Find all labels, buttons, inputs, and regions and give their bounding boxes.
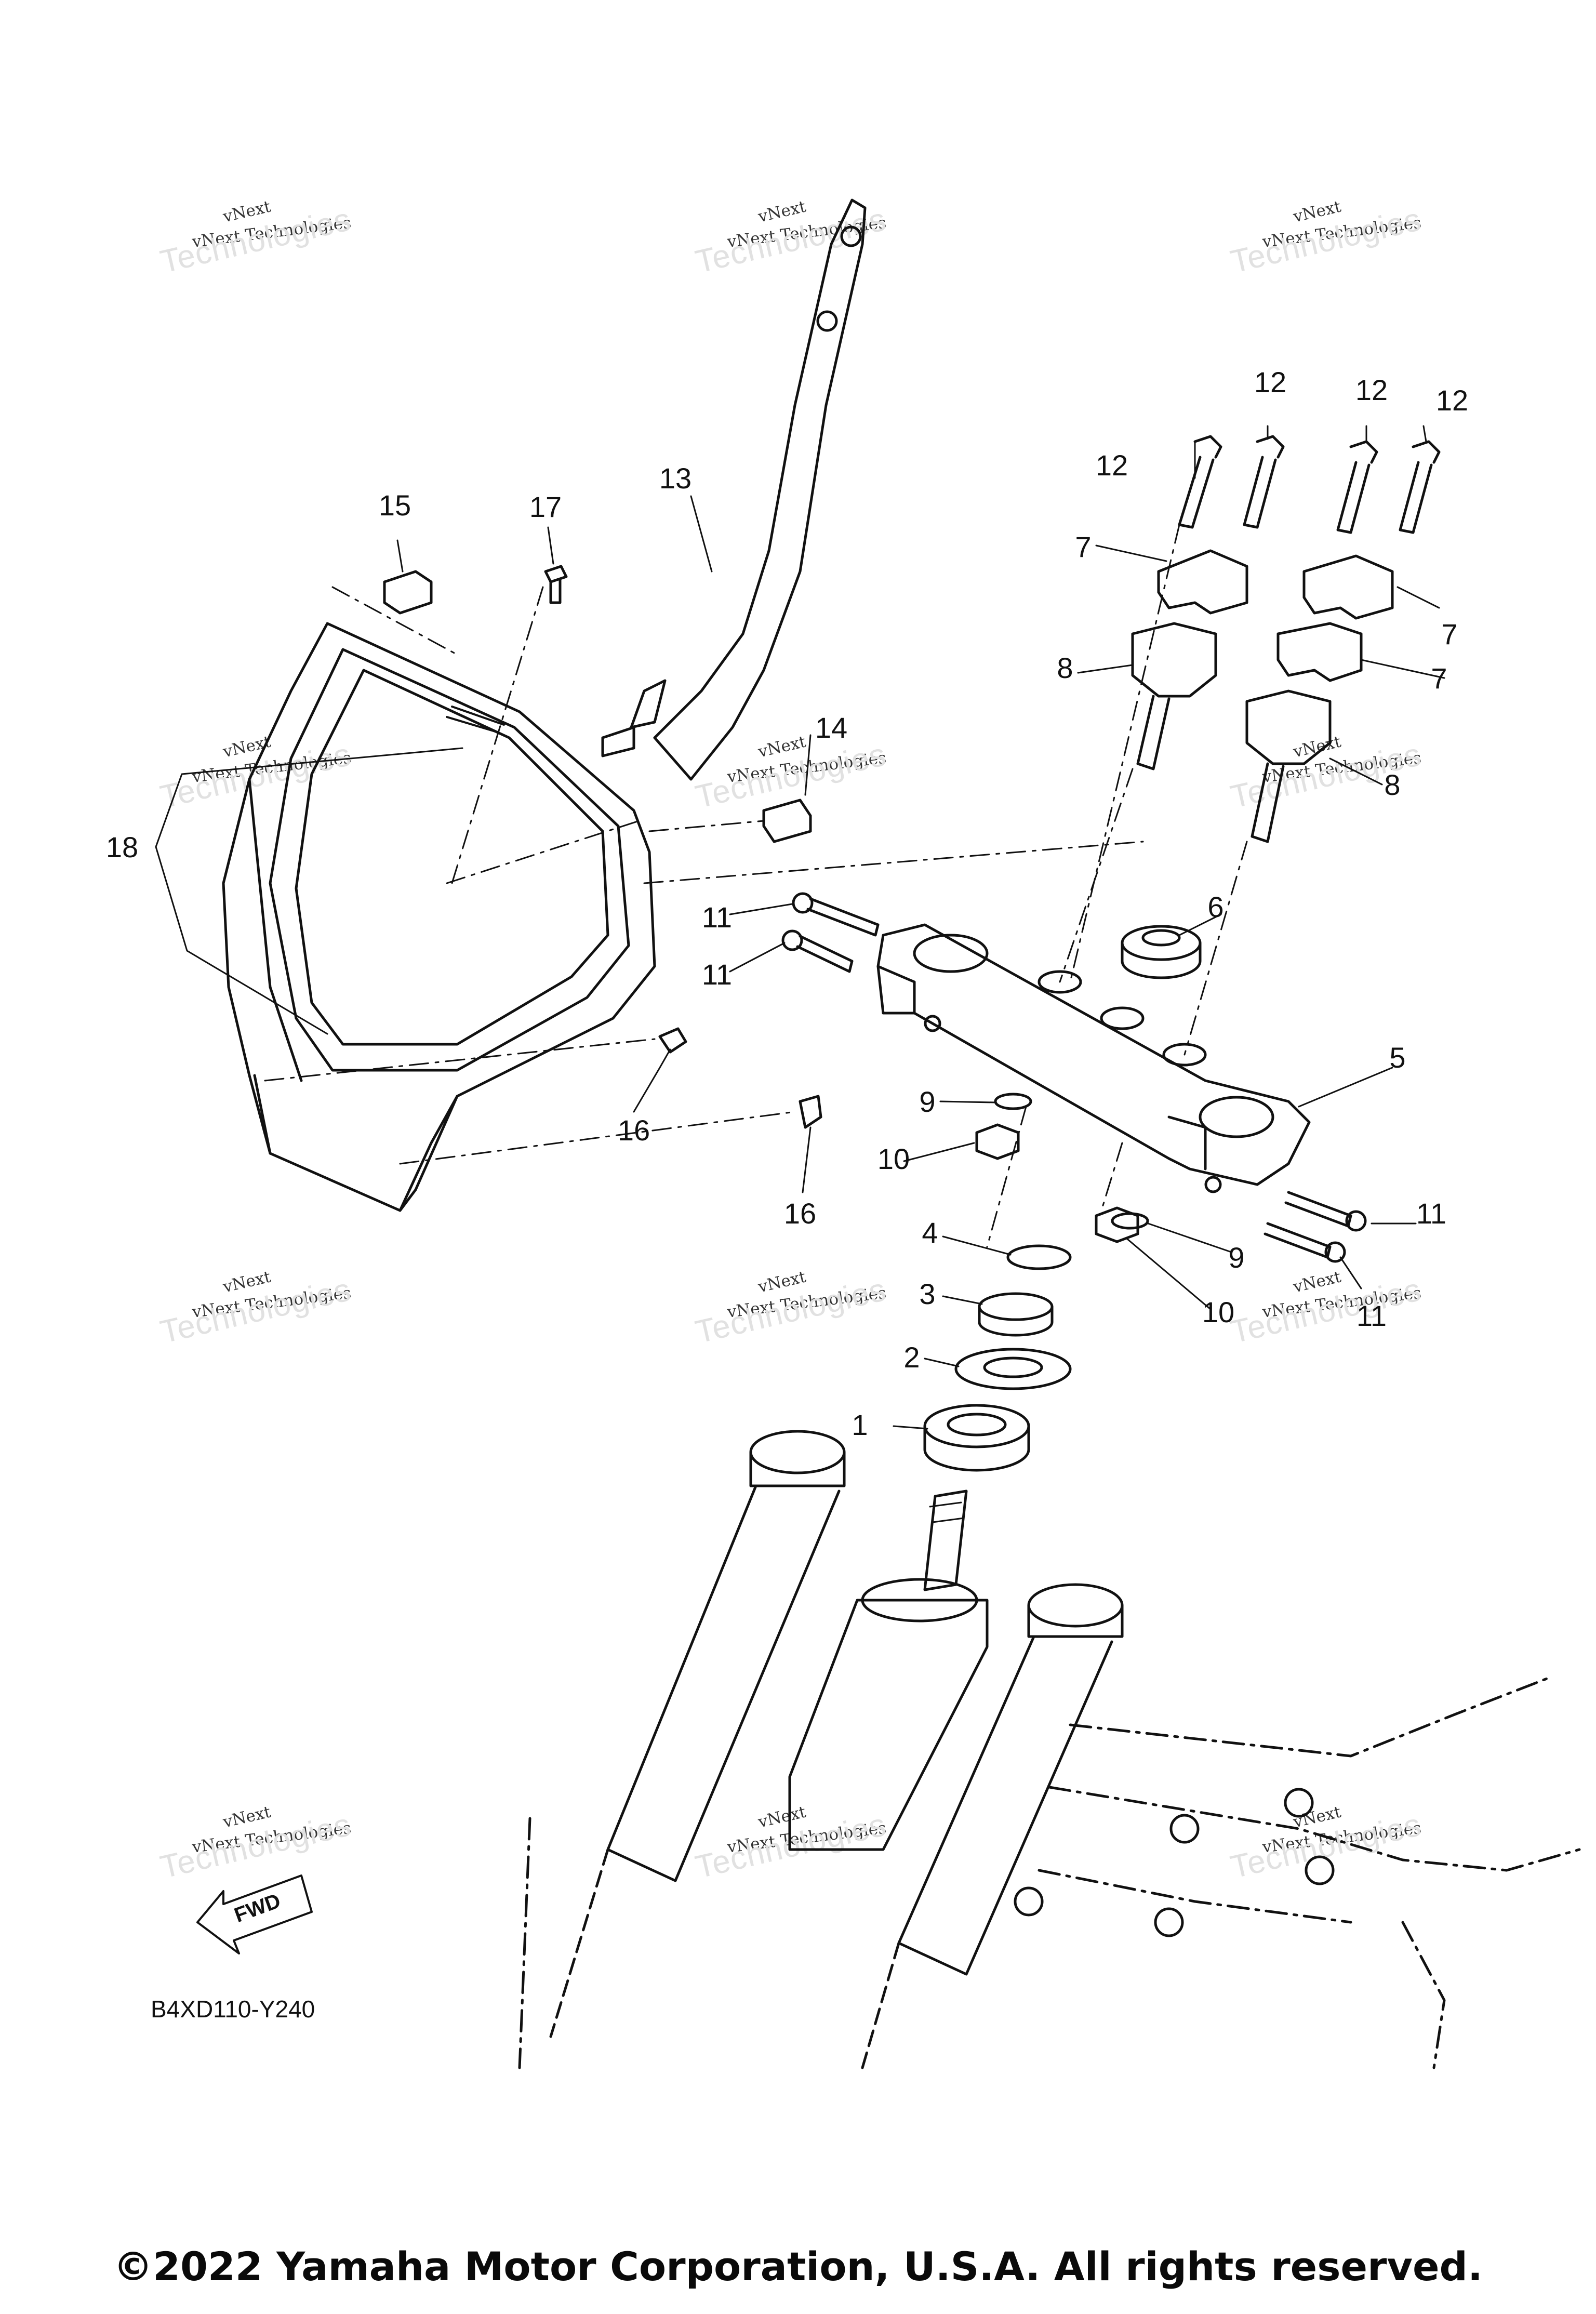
number-plate-stay	[601, 198, 867, 781]
callout-12b: 12	[1254, 366, 1286, 398]
bolt-11b	[781, 929, 854, 973]
frame-outline	[518, 1677, 1581, 2069]
callout-1: 1	[852, 1408, 868, 1441]
callout-16b: 16	[784, 1197, 816, 1230]
callout-7c: 7	[1431, 662, 1447, 695]
grommet-16b	[799, 1095, 822, 1129]
bolt-12b	[1243, 435, 1285, 529]
fwd-arrow	[196, 1874, 313, 1954]
screw-17	[544, 565, 568, 604]
callout-10b: 10	[1202, 1296, 1234, 1328]
callout-11b: 11	[702, 958, 732, 991]
callout-4: 4	[922, 1216, 938, 1249]
bolt-12c	[1336, 440, 1378, 534]
frame-bosses	[1014, 1788, 1335, 1937]
front-number-plate	[222, 622, 656, 1212]
callout-12c: 12	[1355, 374, 1388, 406]
front-fork-right	[861, 1583, 1124, 2069]
callout-8b: 8	[1384, 768, 1400, 801]
assembly-guide-lines	[264, 524, 1248, 1248]
callout-11d: 11	[1356, 1299, 1387, 1332]
washer-9a	[994, 1093, 1032, 1110]
diagram-code: B4XD110-Y240	[151, 1996, 315, 2023]
callout-3: 3	[919, 1278, 935, 1310]
bolt-11a	[792, 892, 880, 937]
callout-13: 13	[659, 462, 691, 495]
washer-4	[1006, 1244, 1072, 1270]
callout-10a: 10	[877, 1142, 910, 1175]
callout-11c: 11	[1416, 1197, 1446, 1230]
callout-7b: 7	[1441, 618, 1457, 650]
upper-bracket	[876, 923, 1311, 1193]
callout-6: 6	[1207, 890, 1223, 923]
handlebar-holder-upper-a	[1157, 549, 1248, 615]
callout-9b: 9	[1228, 1241, 1244, 1274]
handlebar-holder-lower-a	[1131, 622, 1217, 770]
callout-12d: 12	[1436, 384, 1468, 417]
bolt-11c	[1284, 1191, 1367, 1232]
leader-lines	[155, 425, 1445, 1430]
grommet-16a	[658, 1027, 687, 1054]
ring-nut-3	[978, 1292, 1054, 1337]
callout-17: 17	[529, 490, 562, 523]
callout-15: 15	[379, 489, 411, 522]
front-fork-left	[549, 1430, 846, 2038]
bolt-11d	[1264, 1222, 1346, 1263]
nut-10b	[1095, 1206, 1139, 1243]
callout-14: 14	[815, 711, 847, 744]
copyright-notice: ©2022 Yamaha Motor Corporation, U.S.A. A…	[113, 2243, 1483, 2290]
callout-18: 18	[106, 831, 138, 863]
fwd-label: FWD	[231, 1890, 284, 1927]
lower-bracket	[788, 1578, 989, 1851]
handlebar-holder-lower-b	[1245, 689, 1332, 843]
bearing-1	[923, 1404, 1030, 1472]
callout-5: 5	[1389, 1041, 1405, 1074]
steering-stem	[923, 1490, 968, 1591]
callout-11a: 11	[702, 901, 732, 934]
callout-2: 2	[903, 1341, 920, 1374]
nut-10a	[975, 1123, 1020, 1160]
callout-12a: 12	[1096, 449, 1128, 482]
clip-14	[762, 799, 812, 843]
bolt-12d	[1399, 440, 1441, 534]
washer-9b	[1111, 1212, 1149, 1230]
callout-7a: 7	[1075, 530, 1091, 563]
steering-nut	[1121, 925, 1202, 979]
callout-8a: 8	[1057, 651, 1073, 684]
clip-15	[383, 570, 433, 615]
callout-16a: 16	[618, 1114, 650, 1147]
bearing-cover-2	[954, 1348, 1072, 1390]
handlebar-holder-upper-b	[1302, 554, 1394, 620]
bolt-12a	[1178, 435, 1222, 529]
callout-labels: 1 2 3 4 5 6 7 7 7 8 8 9 9 10 10 11 11 11…	[106, 366, 1468, 1927]
handlebar-holder-upper-c	[1276, 622, 1363, 682]
callout-9a: 9	[919, 1085, 935, 1118]
